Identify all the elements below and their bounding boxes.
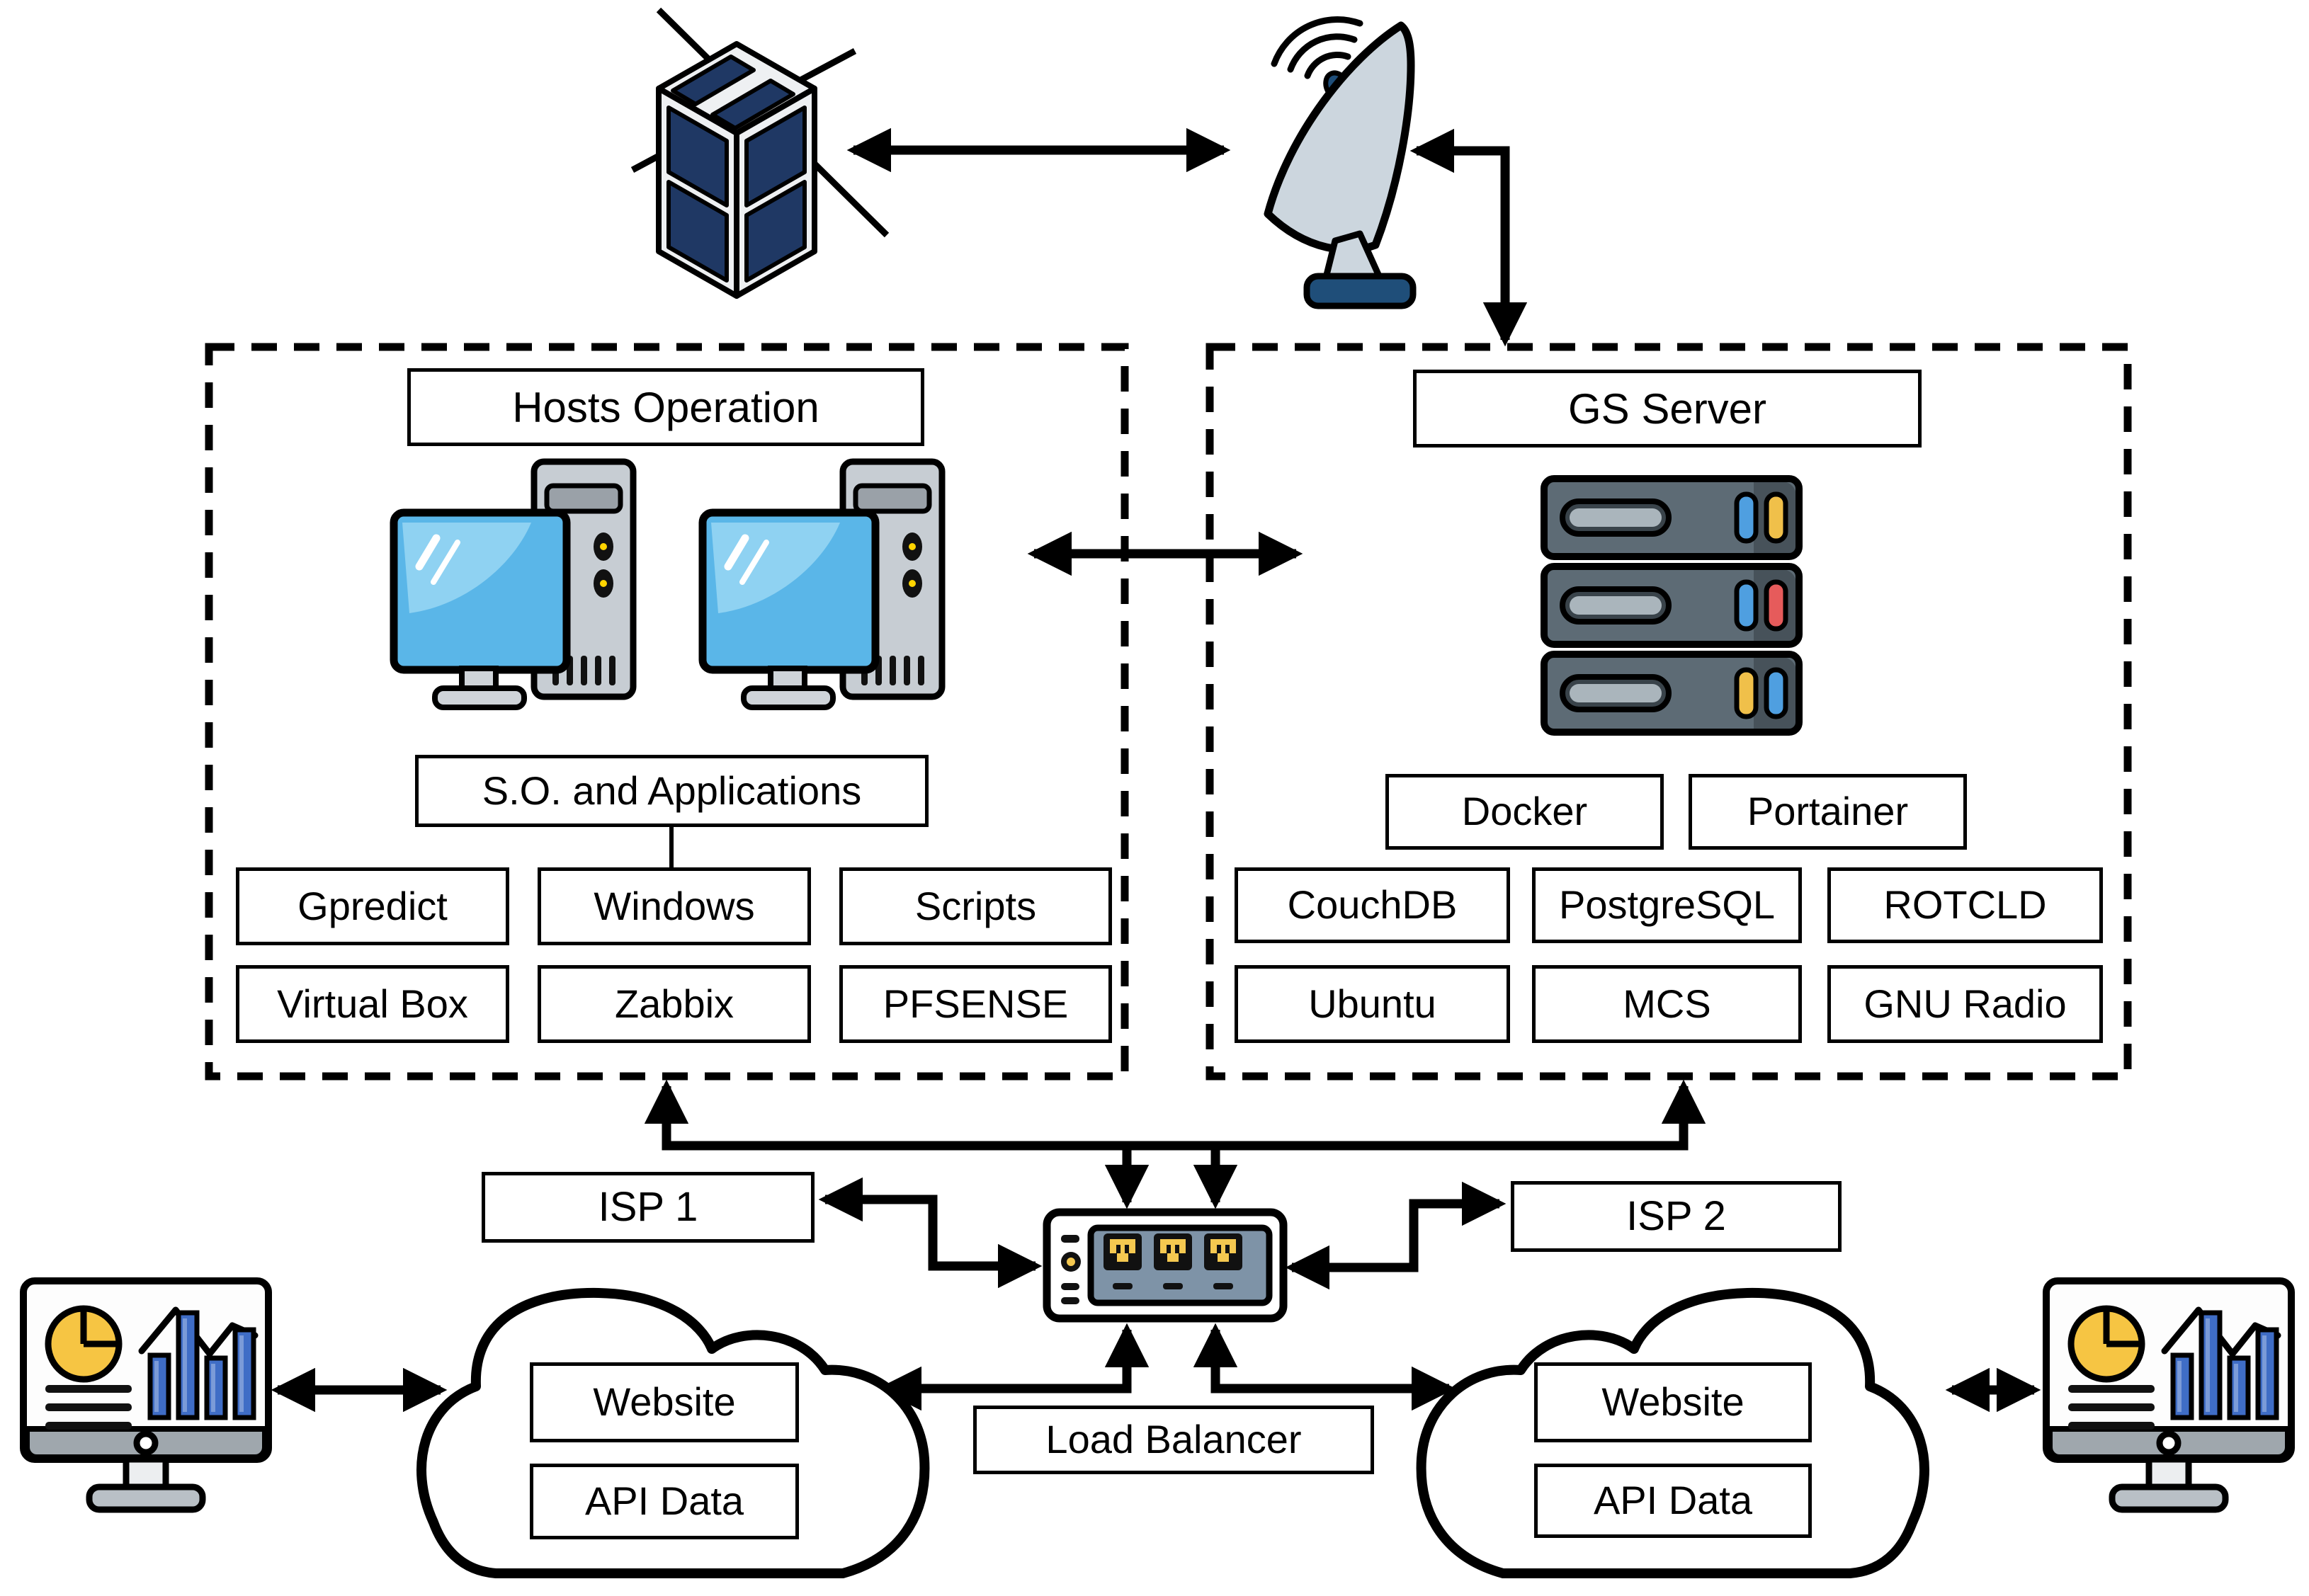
isp1-box: ISP 1 [482, 1172, 815, 1243]
arrow-switch-cloud-right [1193, 1323, 1456, 1411]
app-box-pfsense: PFSENSE [839, 965, 1112, 1043]
workstation-2-icon [703, 462, 942, 707]
arrow-groundstation-gsserver [1409, 128, 1528, 347]
cubesat-satellite-icon [630, 7, 890, 299]
app-box-scripts: Scripts [839, 867, 1112, 945]
app-box-virtual-box: Virtual Box [236, 965, 509, 1043]
service-box-mcs: MCS [1532, 965, 1802, 1043]
cloud-right-website-box: Website [1534, 1362, 1812, 1442]
cloud-left-website-box: Website [530, 1362, 799, 1442]
app-box-zabbix: Zabbix [538, 965, 811, 1043]
service-box-gnu-radio: GNU Radio [1827, 965, 2103, 1043]
arrow-isp1-switch [818, 1177, 1043, 1289]
service-box-portainer: Portainer [1689, 774, 1967, 850]
ethernet-switch-icon [1043, 1208, 1288, 1323]
hosts-operation-title: Hosts Operation [407, 368, 924, 446]
arrow-switch-isp2 [1285, 1181, 1507, 1290]
service-box-ubuntu: Ubuntu [1235, 965, 1510, 1043]
so-and-applications-box: S.O. and Applications [415, 755, 929, 827]
service-box-postgresql: PostgreSQL [1532, 867, 1802, 943]
workstation-1-icon [394, 462, 633, 707]
dashboard-monitor-right-icon [2046, 1281, 2291, 1510]
dashboard-monitor-left-icon [23, 1281, 268, 1510]
gs-server-container [1205, 343, 2132, 1081]
arrow-switch-cloud-left [877, 1323, 1150, 1411]
app-box-windows: Windows [538, 867, 811, 945]
service-box-couchdb: CouchDB [1235, 867, 1510, 943]
service-box-rotcld: ROTCLD [1827, 867, 2103, 943]
hosts-operation-container [205, 343, 1129, 1081]
satellite-dish-icon [1264, 16, 1417, 309]
app-box-gpredict: Gpredict [236, 867, 509, 945]
cloud-right-api-data-box: API Data [1534, 1464, 1812, 1538]
load-balancer-box: Load Balancer [973, 1406, 1374, 1474]
server-rack-icon [1541, 475, 1803, 736]
cloud-left-api-data-box: API Data [530, 1464, 799, 1539]
isp2-box: ISP 2 [1511, 1181, 1842, 1252]
gs-server-title: GS Server [1413, 370, 1922, 448]
service-box-docker: Docker [1385, 774, 1664, 850]
trunk-switch-to-containers [644, 1079, 1706, 1151]
